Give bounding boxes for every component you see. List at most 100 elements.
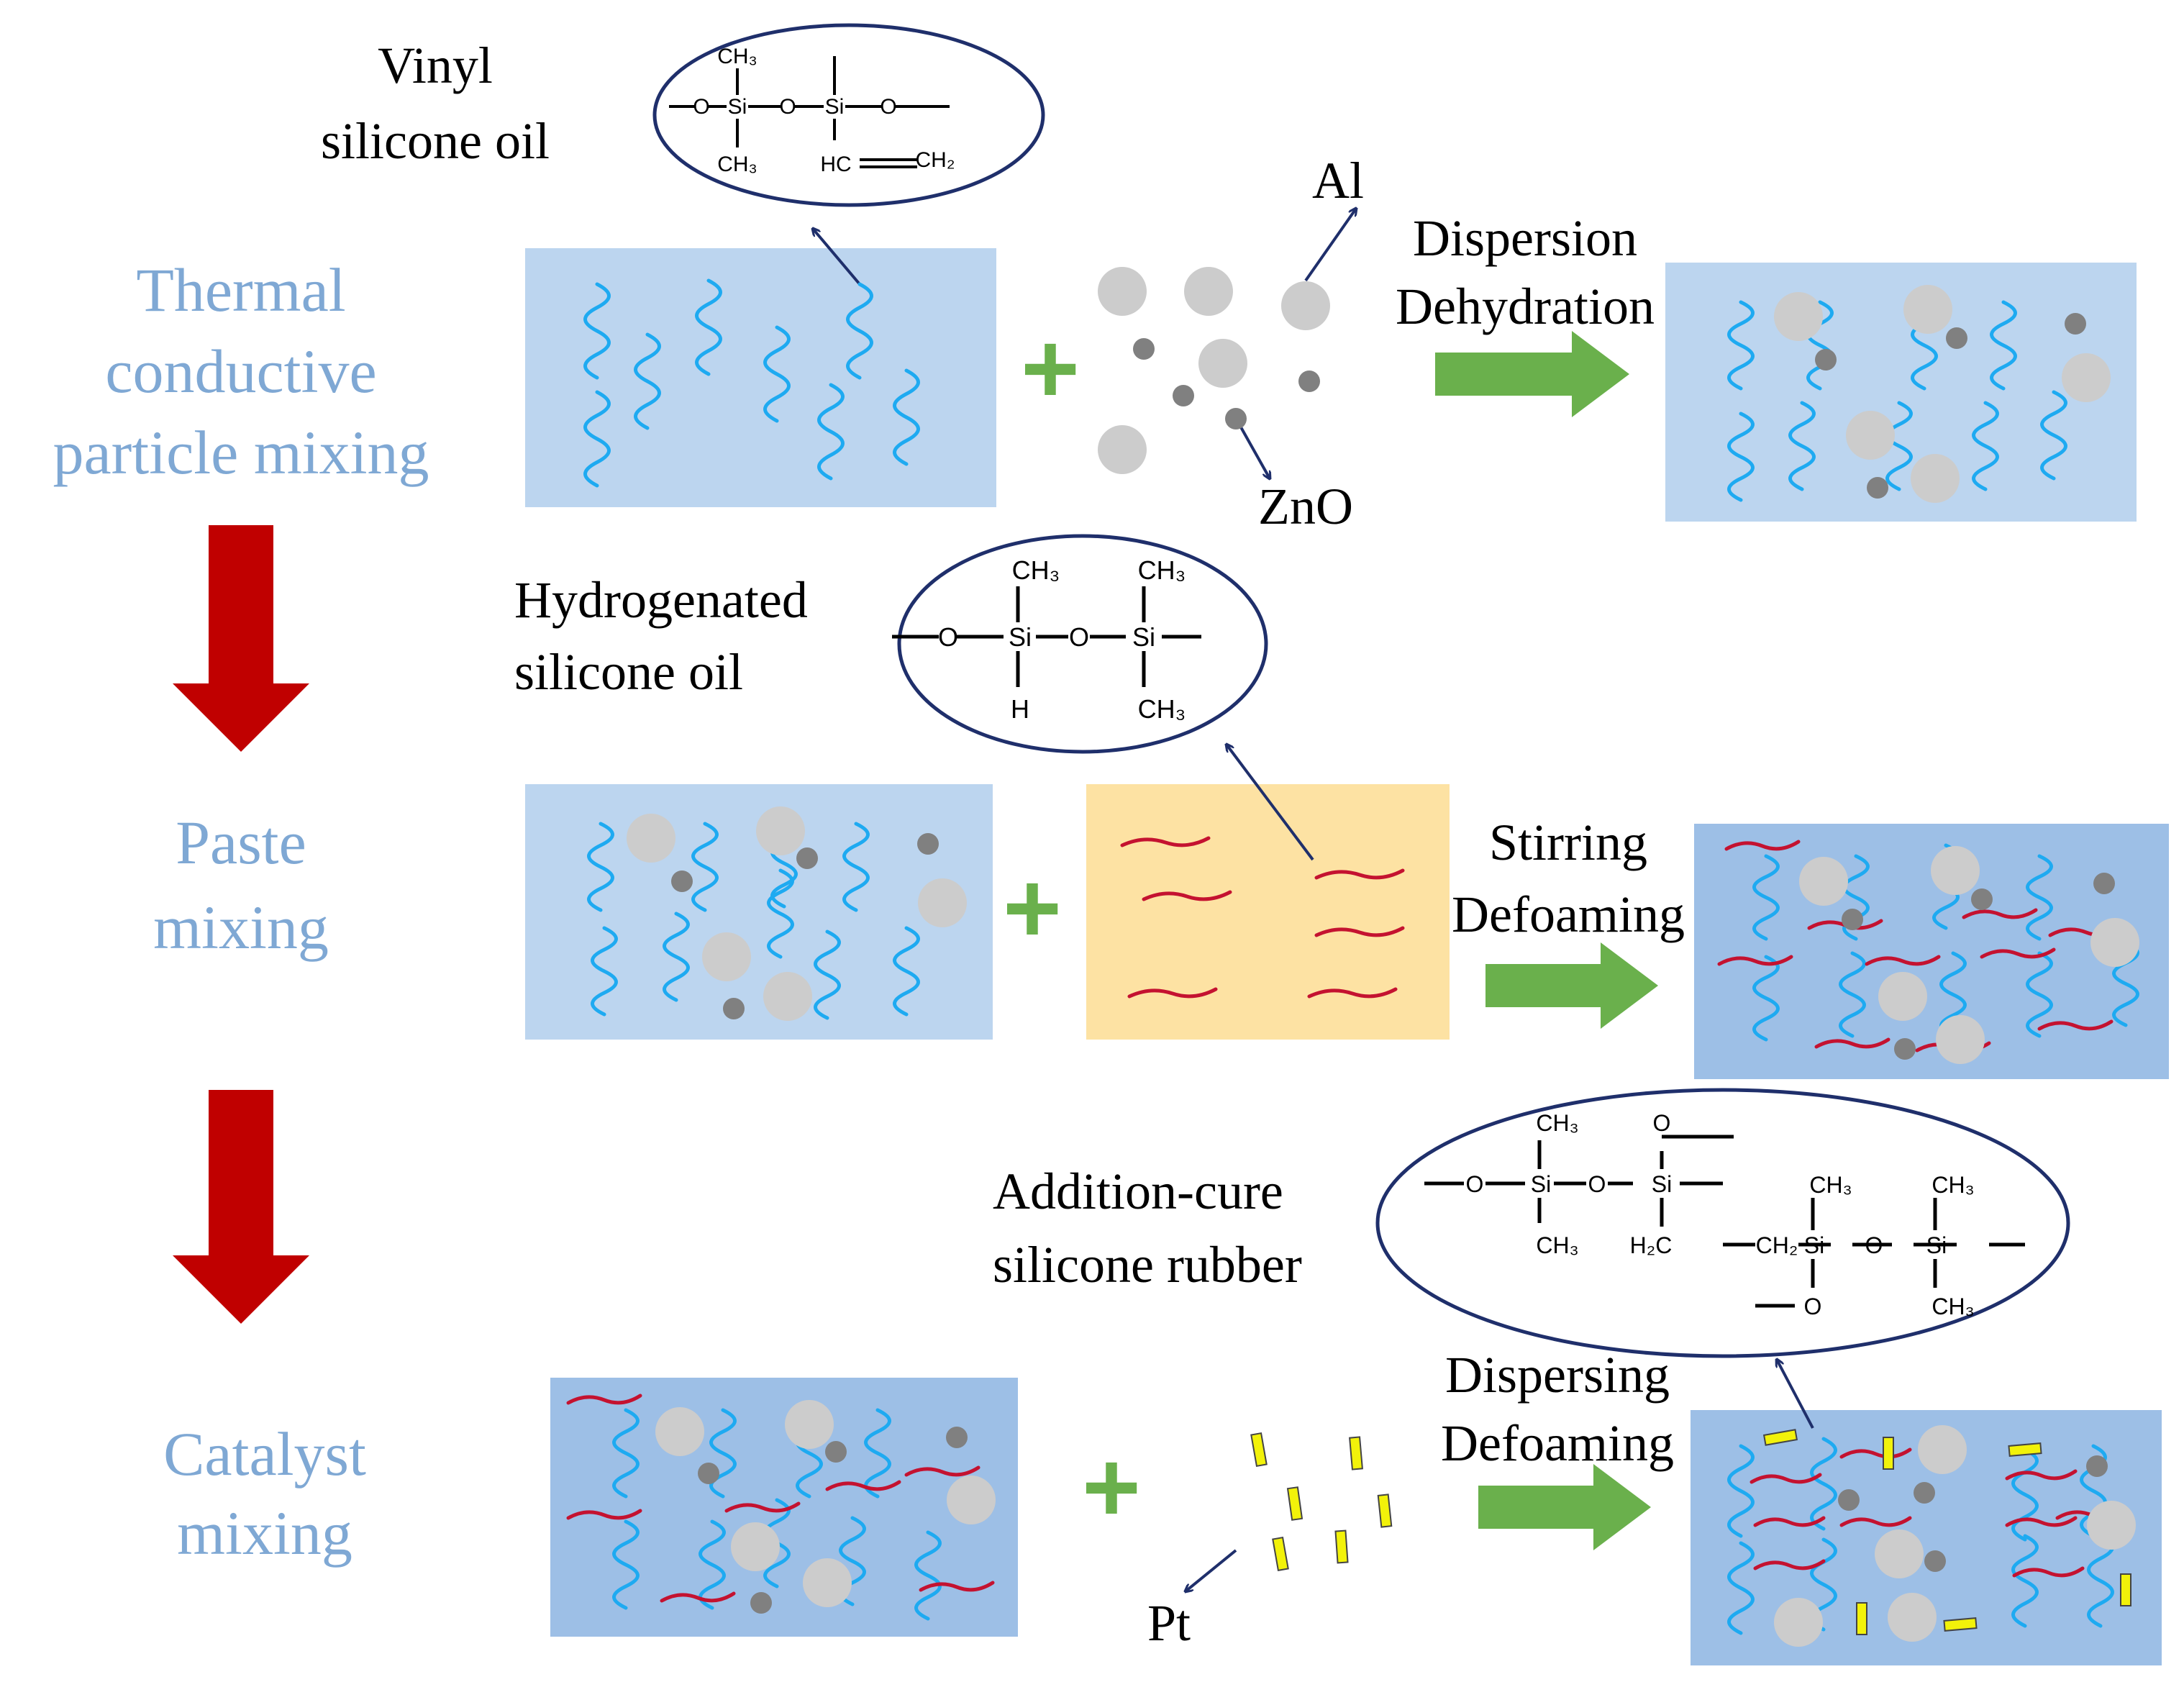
hydrogen-chain (1753, 1516, 1826, 1527)
silicone-chain (1885, 401, 1913, 491)
al-particle (1918, 1425, 1967, 1474)
hydrogen-chain (1750, 1473, 1822, 1484)
hydrogen-chain (1314, 868, 1405, 880)
pt-catalyst (1856, 1602, 1867, 1635)
stage-label-catalyst-2: mixing (177, 1499, 352, 1568)
label-vinyl-silicone-oil: silicone oil (321, 112, 550, 170)
label-al: Al (1312, 152, 1364, 209)
atom-o: O (938, 622, 958, 652)
red-down-arrow-1 (173, 525, 309, 752)
al-particle (2062, 353, 2111, 402)
green-arrow-row1 (1435, 331, 1629, 417)
silicone-chain (583, 390, 611, 488)
al-particle (1098, 267, 1147, 316)
pointer-arrows (813, 209, 1814, 1591)
atom-si: Si (1652, 1171, 1672, 1197)
al-particle (731, 1522, 780, 1571)
hydrogen-chain (1142, 890, 1232, 901)
atom-ch3: CH₃ (717, 45, 757, 68)
stage-label-thermal-2: conductive (105, 337, 376, 406)
atom-ch3: CH₃ (1932, 1172, 1974, 1198)
rubber-structure-atoms: CH₃ O O Si O Si CH₃ H₂C CH₂ CH₃ CH₃ Si O… (1466, 1110, 1975, 1319)
zno-particle (946, 1427, 968, 1448)
panel-contents (566, 267, 2139, 1647)
rubber-structure-ellipse (1375, 1088, 2070, 1358)
step-dispersion: Dispersion (1413, 209, 1637, 267)
silicone-chain (2112, 940, 2139, 1027)
al-particle (785, 1400, 834, 1449)
silicone-chain (612, 1408, 640, 1499)
silicone-chain (1752, 854, 1780, 941)
silicone-chain (583, 282, 611, 380)
silicone-chain (763, 325, 791, 423)
zno-particle (1838, 1489, 1860, 1511)
al-particle (1875, 1529, 1924, 1578)
silicone-chain (1727, 1541, 1755, 1635)
vinyl-structure-ellipse (652, 23, 1045, 207)
label-vinyl: Vinyl (378, 37, 493, 94)
hydrogen-chain (2005, 1469, 2078, 1481)
atom-o: O (1588, 1171, 1606, 1197)
stage-label-catalyst-1: Catalyst (163, 1419, 366, 1488)
silicone-chain (634, 332, 661, 430)
silicone-chain (846, 282, 873, 380)
pt-catalyst (1762, 1429, 1798, 1446)
al-particle (1878, 972, 1927, 1021)
silicone-chain (2026, 854, 2053, 941)
hydrogen-chain (1814, 1037, 1890, 1049)
al-particle (627, 814, 675, 863)
atom-h2c: H₂C (1630, 1232, 1673, 1258)
plus-sign-row3: + (1082, 1430, 1141, 1543)
hydrogen-chain (904, 1465, 980, 1477)
al-particle (2087, 1501, 2136, 1550)
hydrogen-chain (1962, 908, 2038, 919)
plus-sign-row1: + (1021, 312, 1080, 424)
pt-catalyst (1349, 1436, 1363, 1470)
step-dispersing: Dispersing (1445, 1346, 1670, 1404)
label-addition-cure: Addition-cure (993, 1163, 1283, 1220)
silicone-chain (699, 1519, 726, 1610)
stage-label-paste-2: mixing (153, 893, 329, 962)
zno-particle (698, 1463, 719, 1484)
atom-ch3: CH₃ (1138, 555, 1186, 585)
atom-ch3: CH₃ (1536, 1110, 1578, 1136)
label-pt: Pt (1147, 1594, 1191, 1652)
al-particle (1184, 267, 1233, 316)
label-zno: ZnO (1258, 478, 1353, 535)
silicone-chain (1972, 401, 1999, 491)
hydrogenated-structure-formula (892, 586, 1201, 687)
silicone-chain (1990, 300, 2017, 391)
step-defoaming-row3: Defoaming (1441, 1414, 1674, 1472)
zno-particle (1133, 338, 1155, 360)
silicone-chain (663, 912, 690, 1002)
zno-particle (2065, 313, 2086, 335)
zno-particle (796, 847, 818, 869)
atom-o: O (779, 95, 796, 119)
atom-o: O (1804, 1294, 1822, 1319)
al-particle (1931, 846, 1980, 895)
silicone-chain (767, 868, 794, 959)
silicone-chain (2011, 1447, 2039, 1542)
al-particle (1936, 1015, 1985, 1064)
hydrogen-chain (1717, 955, 1793, 966)
atom-si: Si (1804, 1232, 1824, 1258)
hydrogen-chain (1307, 987, 1398, 999)
pointer-rubber (1777, 1360, 1814, 1429)
atom-o: O (880, 95, 896, 119)
silicone-chain (893, 926, 920, 1017)
silicone-chain (1727, 300, 1755, 391)
step-dehydration: Dehydration (1396, 278, 1655, 335)
al-particle (1846, 411, 1895, 460)
pt-catalyst (1250, 1432, 1268, 1468)
al-particle (918, 878, 967, 927)
silicone-chain (1788, 401, 1816, 491)
silicone-chain (842, 822, 870, 912)
atom-ch2: CH₂ (916, 148, 955, 172)
silicone-chain (1727, 1444, 1755, 1538)
silicone-chain (2087, 1534, 2114, 1628)
green-arrow-row3 (1478, 1464, 1651, 1550)
pt-catalyst (1334, 1529, 1349, 1564)
al-particle (1098, 425, 1147, 474)
pt-catalyst (1377, 1494, 1393, 1528)
silicone-chain (691, 822, 719, 912)
